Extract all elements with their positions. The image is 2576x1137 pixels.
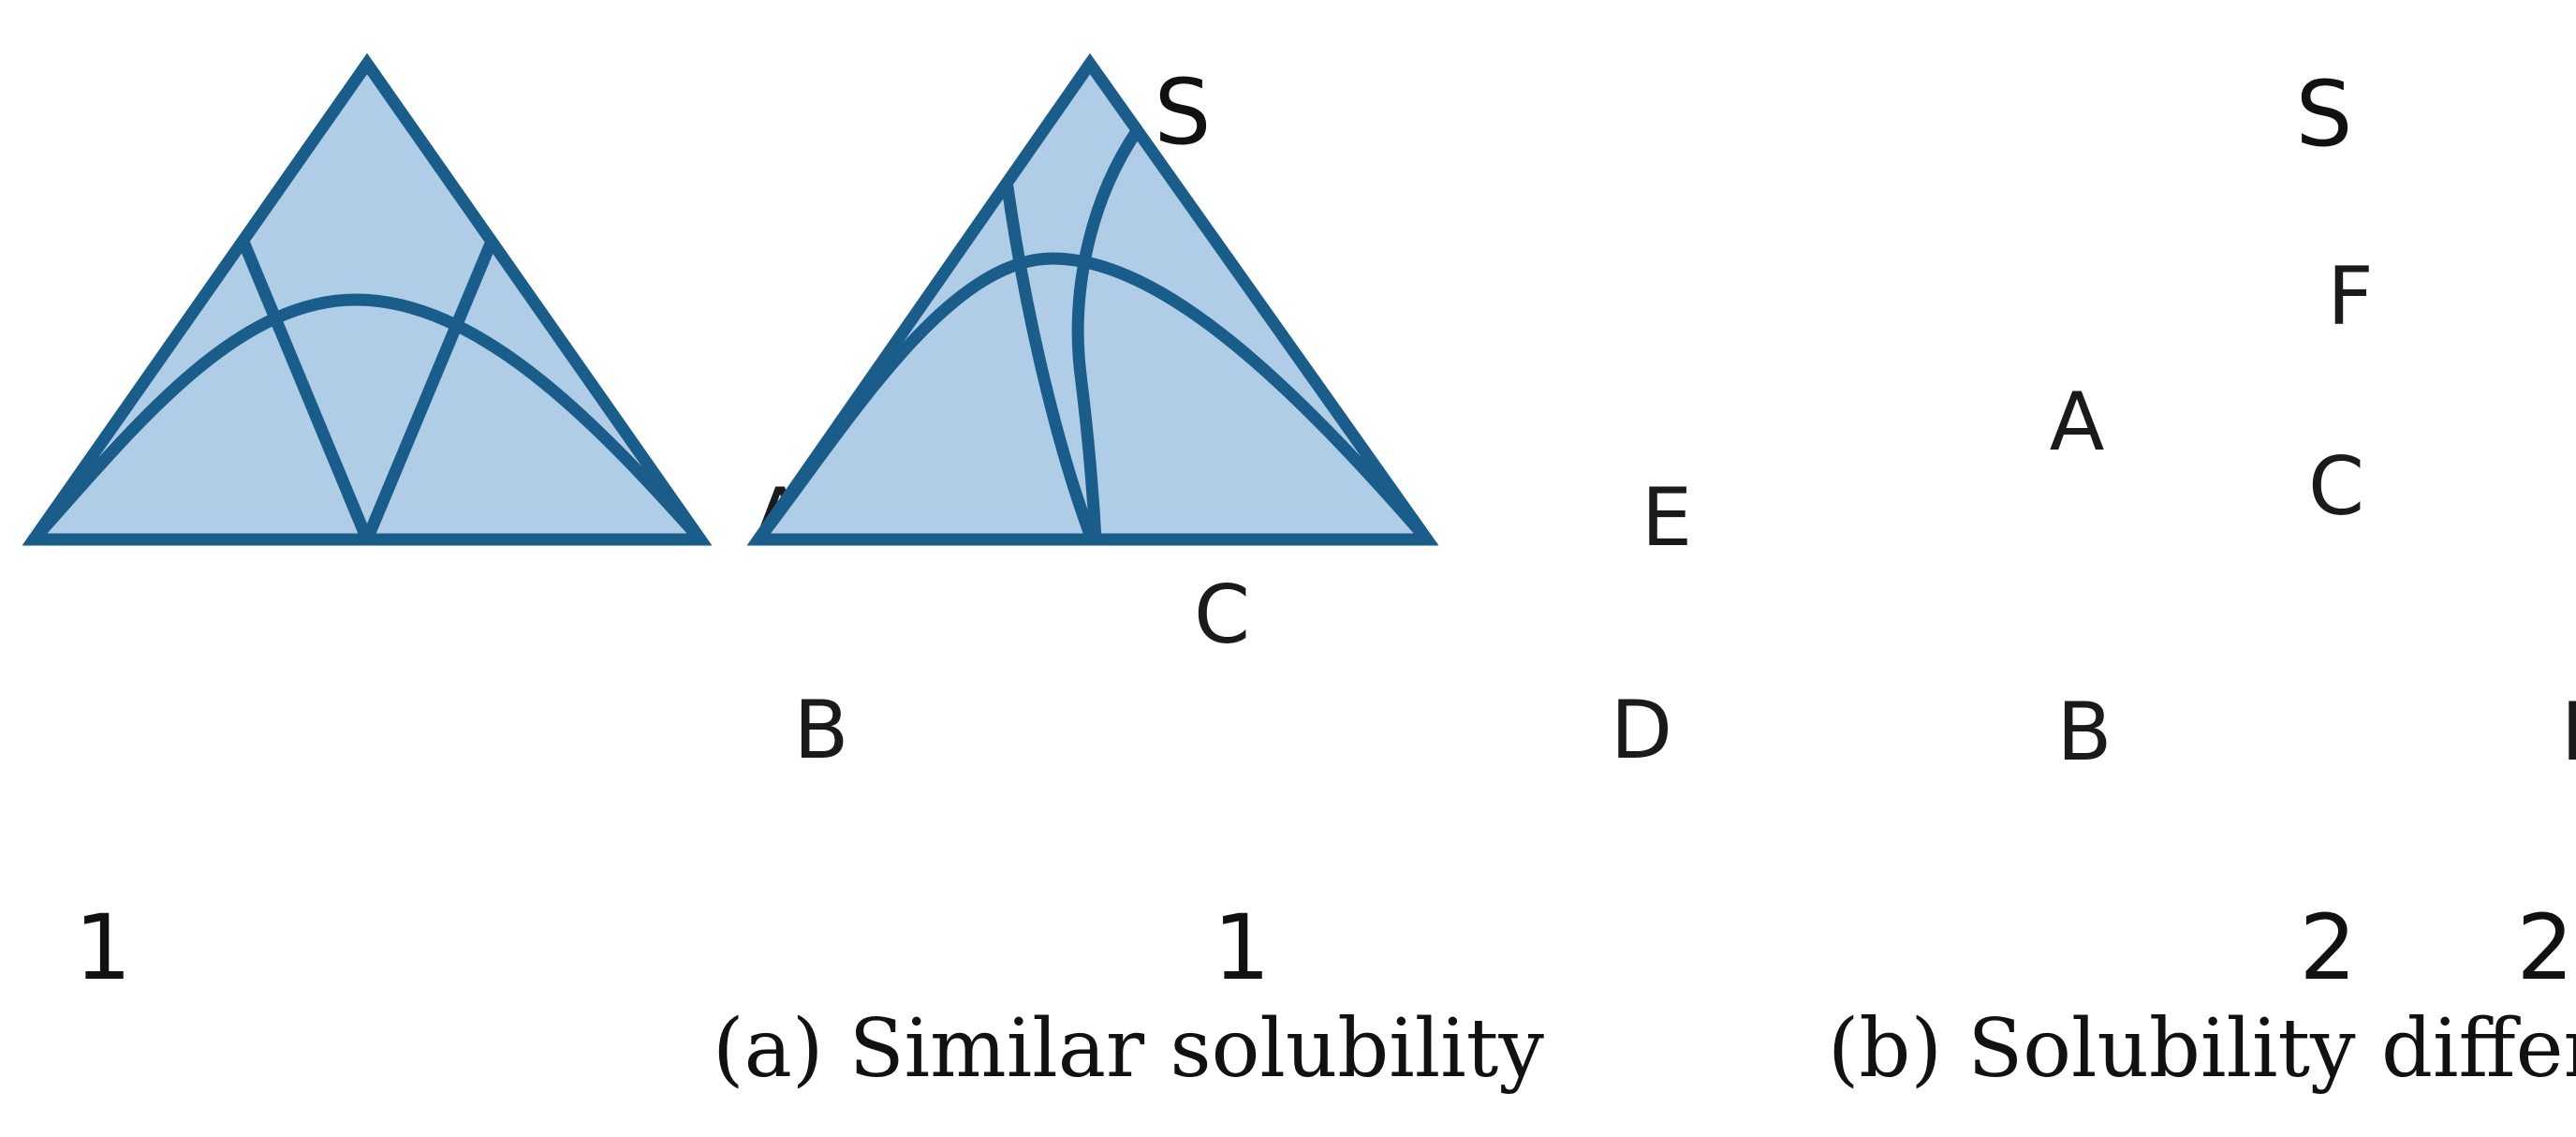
panel-a-vertex-1: 1 [74, 895, 131, 1000]
panel-b-vertex-s: S [2296, 62, 2353, 167]
panel-a-region-d: D [1611, 684, 1672, 777]
panel-b-region-f: F [2327, 250, 2373, 344]
panel-a-region-e: E [1641, 471, 1692, 565]
panel-a: S 1 2 F A E C B D (a) Similar solubility [22, 52, 2357, 1096]
panel-b-tie-line-left [1001, 181, 1098, 546]
panel-a-vertex-s: S [1155, 60, 1212, 165]
panel-b-vertex-1: 1 [1213, 895, 1270, 1000]
panel-b-tie-line-right [1071, 125, 1143, 546]
panel-a-region-c: C [1194, 568, 1250, 662]
panel-a-caption: (a) Similar solubility [713, 1002, 1544, 1096]
panel-b-caption: (b) Solubility differences [1828, 1002, 2576, 1096]
panel-a-vertex-2: 2 [2299, 895, 2356, 1000]
panel-b-region-d: D [2561, 686, 2576, 779]
panel-b: S 1 2 F A E C B D (b) Solubility differe… [746, 52, 2576, 1096]
panel-b-vertex-2: 2 [2516, 895, 2573, 1000]
panel-b-region-a: A [2050, 376, 2105, 469]
panel-b-region-c: C [2308, 440, 2364, 534]
panel-a-region-b: B [794, 684, 849, 777]
panel-a-tie-line-right [361, 237, 497, 546]
panel-b-region-b: B [2057, 686, 2112, 779]
panel-b-binodal-curve [752, 252, 1434, 546]
panel-a-tie-line-left [237, 235, 374, 546]
panel-a-binodal-curve [27, 293, 707, 546]
